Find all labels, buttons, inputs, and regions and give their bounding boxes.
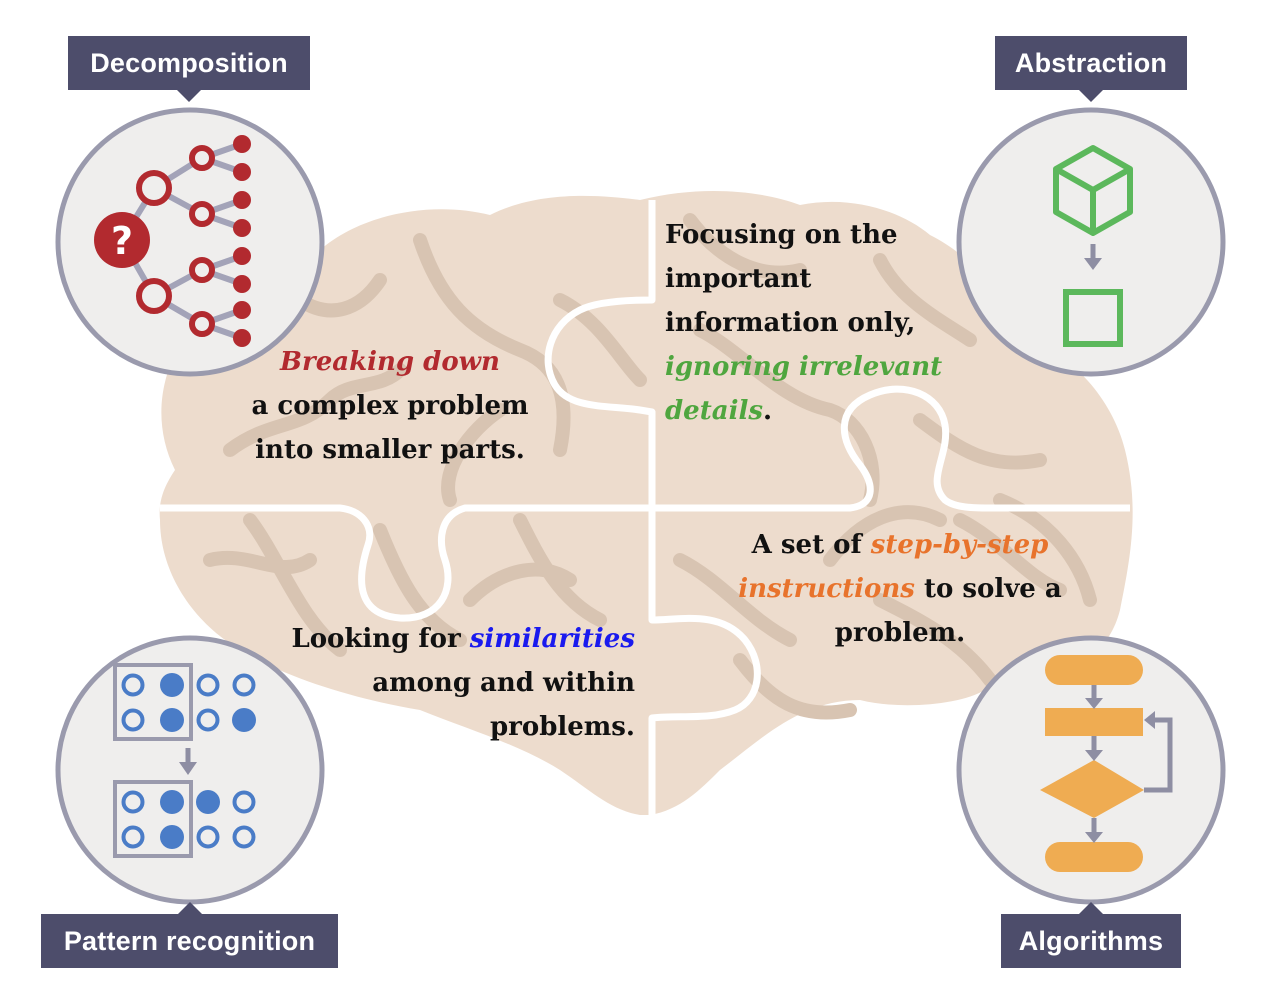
label-pointer [177,902,202,914]
pattern-lead: Looking for [291,624,470,654]
hollow-dot [196,825,220,849]
hollow-dot [121,673,145,697]
algorithms-circle [956,635,1226,905]
algorithms-lead: A set of [751,530,871,560]
filled-dot [232,708,256,732]
square-icon [1063,289,1123,347]
hollow-dot [232,825,256,849]
brain-shape [159,190,1133,815]
filled-dot [160,790,184,814]
tree-decomposition-icon: ? [94,135,251,347]
algorithms-description: A set of step-by-step instructions to so… [715,523,1085,655]
pattern-recognition-label: Pattern recognition [41,902,338,968]
decomposition-description: Breaking down a complex problem into sma… [215,340,565,472]
hollow-dot [196,708,220,732]
abstraction-highlight-2: details [665,396,763,426]
pattern-recognition-description: Looking for similarities among and withi… [235,617,635,749]
cube-icon [1053,145,1133,236]
algorithms-line-2-tail: to solve a [914,574,1062,604]
decomposition-highlight: Breaking down [280,347,500,377]
question-glyph: ? [111,219,133,263]
algorithms-highlight-1: step-by-step [870,530,1049,560]
decomposition-label: Decomposition [68,36,310,102]
abstraction-line-2: important [665,264,812,294]
hollow-dot [232,790,256,814]
pattern-highlight: similarities [469,624,635,654]
flowchart-start-terminal [1045,655,1143,685]
abstraction-description: Focusing on the important information on… [665,213,942,433]
filled-dot [160,708,184,732]
flowchart-icon [1040,655,1173,872]
abstraction-label-text: Abstraction [1014,47,1168,78]
puzzle-cut-lines [160,200,1130,815]
filled-dot [196,790,220,814]
algorithms-label-text: Algorithms [1018,925,1164,956]
cube-to-square-icon [1053,145,1133,347]
abstraction-line-1: Focusing on the [665,220,898,250]
hollow-dot [196,673,220,697]
brain-veins [203,213,1097,720]
pattern-recognition-circle [55,635,325,905]
decomposition-circle: ? [55,107,325,377]
filled-dot [160,825,184,849]
abstraction-tail: . [762,396,773,426]
pattern-recognition-label-text: Pattern recognition [63,925,316,956]
hollow-dot [232,673,256,697]
algorithms-label: Algorithms [1001,902,1181,968]
abstraction-label: Abstraction [995,36,1187,102]
algorithms-highlight-2: instructions [738,574,915,604]
flowchart-end-terminal [1045,842,1143,872]
decomposition-line-2: a complex problem [251,391,529,421]
decomposition-label-text: Decomposition [90,47,288,78]
label-pointer [177,90,201,102]
dot-pattern-icon [113,663,256,858]
pattern-line-3: problems. [489,712,635,742]
abstraction-line-3: information only, [665,308,916,338]
algorithms-line-3: problem. [834,618,966,648]
pattern-line-2: among and within [372,668,635,698]
hollow-dot [121,708,145,732]
arrow-down-icon [179,748,197,775]
arrow-down-icon [1084,244,1102,270]
hollow-dot [121,825,145,849]
abstraction-highlight-1: ignoring irrelevant [665,352,943,382]
decomposition-line-3: into smaller parts. [255,435,525,465]
label-pointer [1079,90,1103,102]
label-pointer [1079,902,1103,914]
abstraction-circle [956,107,1226,377]
flowchart-process-box [1045,708,1143,736]
hollow-dot [121,790,145,814]
flowchart-decision-diamond [1040,760,1144,818]
filled-dot [160,673,184,697]
loop-back-arrow [1144,717,1173,793]
